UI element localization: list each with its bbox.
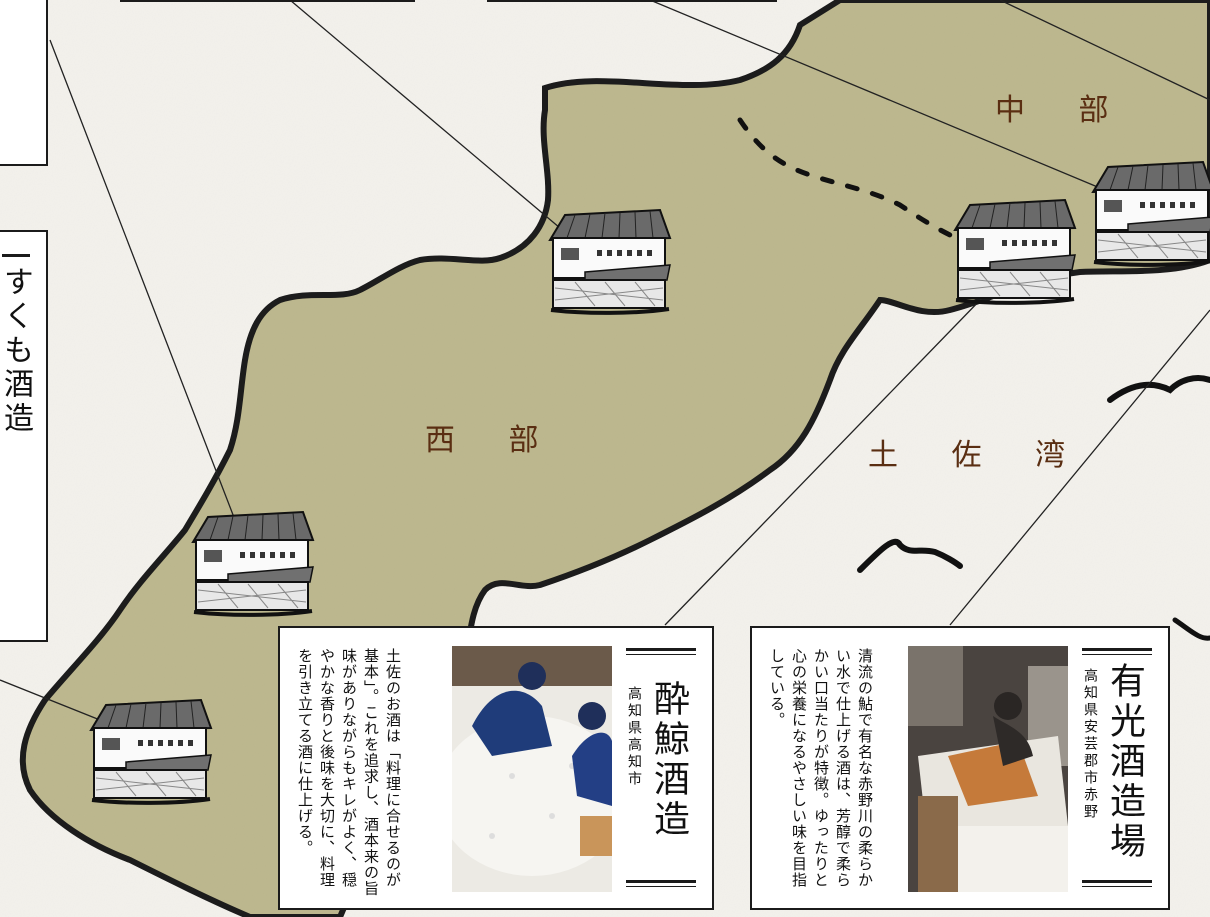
region-label-tosa-bay: 土 佐 湾	[868, 438, 1088, 473]
card-rule-bottom	[1082, 886, 1152, 887]
region-border	[737, 117, 953, 238]
wave-mark	[1172, 617, 1210, 641]
arimitsu-address: 高知県安芸郡市赤野	[1082, 668, 1098, 821]
sukumo-name: すくも酒造	[0, 266, 33, 436]
brewery-house-icon[interactable]	[1091, 160, 1210, 267]
card-rule-bottom	[626, 886, 696, 887]
region-label-chubu: 中 部	[995, 93, 1131, 128]
suikei-photo	[452, 646, 612, 892]
suikei-address: 高知県高知市	[626, 686, 642, 788]
card-rule-bottom	[1082, 880, 1152, 883]
suikei-description: 土佐のお酒は「料理に合せるのが基本」。これを追求し、酒本来の旨味がありながらもキ…	[296, 648, 402, 897]
brewery-markers	[89, 160, 1210, 805]
partial-card-top-2[interactable]	[487, 0, 777, 2]
brewery-house-icon[interactable]	[89, 698, 213, 805]
card-rule-top	[626, 654, 696, 655]
leader-lines	[0, 0, 1210, 721]
partial-card-top-1[interactable]	[120, 0, 415, 2]
card-rule-top	[1082, 648, 1152, 651]
brewery-house-icon[interactable]	[953, 198, 1077, 305]
card-rule-bottom	[626, 880, 696, 883]
brewery-house-icon[interactable]	[191, 510, 315, 617]
partial-card-sukumo[interactable]: すくも酒造	[0, 230, 48, 642]
brewery-card-suikei[interactable]: 酔鯨酒造 高知県高知市 土佐のお酒は「料理に合せるのが基本」。これを追求し、酒本…	[278, 626, 714, 910]
partial-card-top-left[interactable]	[0, 0, 48, 166]
arimitsu-photo	[908, 646, 1068, 892]
brewery-card-arimitsu[interactable]: 有光酒造場 高知県安芸郡市赤野 清流の鮎で有名な赤野川の柔らかい水で仕上げる酒は…	[750, 626, 1170, 910]
region-label-seibu: 西 部	[425, 423, 561, 458]
card-rule-top	[1082, 654, 1152, 655]
wave-mark	[857, 538, 963, 573]
wave-mark	[1107, 375, 1210, 403]
arimitsu-name: 有光酒造場	[1104, 662, 1145, 862]
card-rule	[2, 254, 30, 257]
arimitsu-description: 清流の鮎で有名な赤野川の柔らかい水で仕上げる酒は、芳醇で柔らかい口当たりが特徴。…	[768, 648, 874, 888]
brewery-house-icon[interactable]	[548, 208, 672, 315]
suikei-name: 酔鯨酒造	[648, 680, 689, 840]
card-rule-top	[626, 648, 696, 651]
